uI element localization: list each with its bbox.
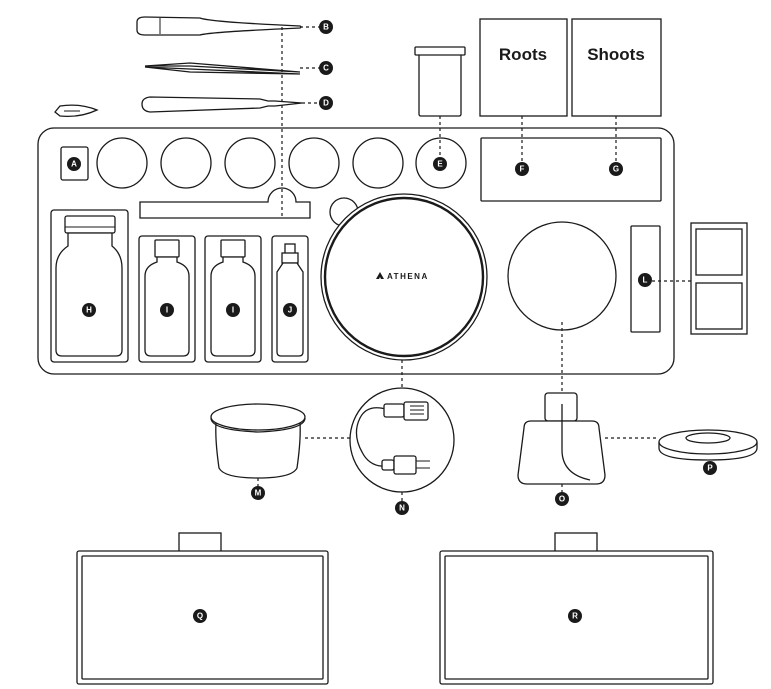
badge-p: P xyxy=(703,461,717,475)
shoots-label: Shoots xyxy=(587,45,645,64)
scalpel xyxy=(141,96,303,113)
jar xyxy=(517,392,606,485)
label-slot xyxy=(480,137,662,202)
large-bottle xyxy=(55,215,123,357)
tool-slot xyxy=(139,187,311,219)
badge-h: H xyxy=(82,303,96,317)
badge-d: D xyxy=(319,96,333,110)
leader-lines xyxy=(257,26,691,505)
digital-scale: ATHENA xyxy=(320,193,488,361)
pipette xyxy=(136,16,302,36)
svg-text:L: L xyxy=(643,276,648,285)
svg-text:R: R xyxy=(572,612,578,621)
brand-name: ATHENA xyxy=(387,272,429,281)
scalpel-blade xyxy=(54,104,99,118)
svg-text:H: H xyxy=(86,306,92,315)
svg-text:E: E xyxy=(437,160,443,169)
tweezers xyxy=(144,62,301,75)
badge-j: J xyxy=(283,303,297,317)
badge-o: O xyxy=(555,492,569,506)
svg-text:Q: Q xyxy=(197,612,203,621)
badge-a: A xyxy=(67,157,81,171)
svg-text:O: O xyxy=(559,495,565,504)
svg-text:M: M xyxy=(255,489,262,498)
badge-m: M xyxy=(251,486,265,500)
power-cable xyxy=(349,387,455,493)
badge-r: R xyxy=(568,609,582,623)
svg-text:F: F xyxy=(520,165,525,174)
badge-q: Q xyxy=(193,609,207,623)
badge-c: C xyxy=(319,61,333,75)
badge-i-2: I xyxy=(226,303,240,317)
svg-text:P: P xyxy=(707,464,713,473)
svg-text:J: J xyxy=(288,306,292,315)
culture-vessels xyxy=(690,222,748,335)
jar-slot xyxy=(507,221,617,331)
tray-r xyxy=(439,532,714,685)
badge-g: G xyxy=(609,162,623,176)
svg-text:C: C xyxy=(323,64,329,73)
sealing-ring xyxy=(658,429,758,461)
tray-q xyxy=(76,532,329,685)
athena-logo-icon xyxy=(376,272,384,279)
badge-l: L xyxy=(638,273,652,287)
storage-container xyxy=(210,403,306,479)
roots-label-box: Roots xyxy=(479,18,568,117)
roots-label: Roots xyxy=(499,45,547,64)
svg-text:D: D xyxy=(323,99,329,108)
svg-text:A: A xyxy=(71,160,77,169)
svg-text:I: I xyxy=(232,306,234,315)
svg-text:N: N xyxy=(399,504,405,513)
badge-i-1: I xyxy=(160,303,174,317)
badge-e: E xyxy=(433,157,447,171)
badge-f: F xyxy=(515,162,529,176)
badge-b: B xyxy=(319,20,333,34)
badge-n: N xyxy=(395,501,409,515)
svg-text:I: I xyxy=(166,306,168,315)
svg-text:B: B xyxy=(323,23,329,32)
shoots-label-box: Shoots xyxy=(571,18,662,117)
sample-cup xyxy=(414,46,466,117)
svg-text:G: G xyxy=(613,165,619,174)
